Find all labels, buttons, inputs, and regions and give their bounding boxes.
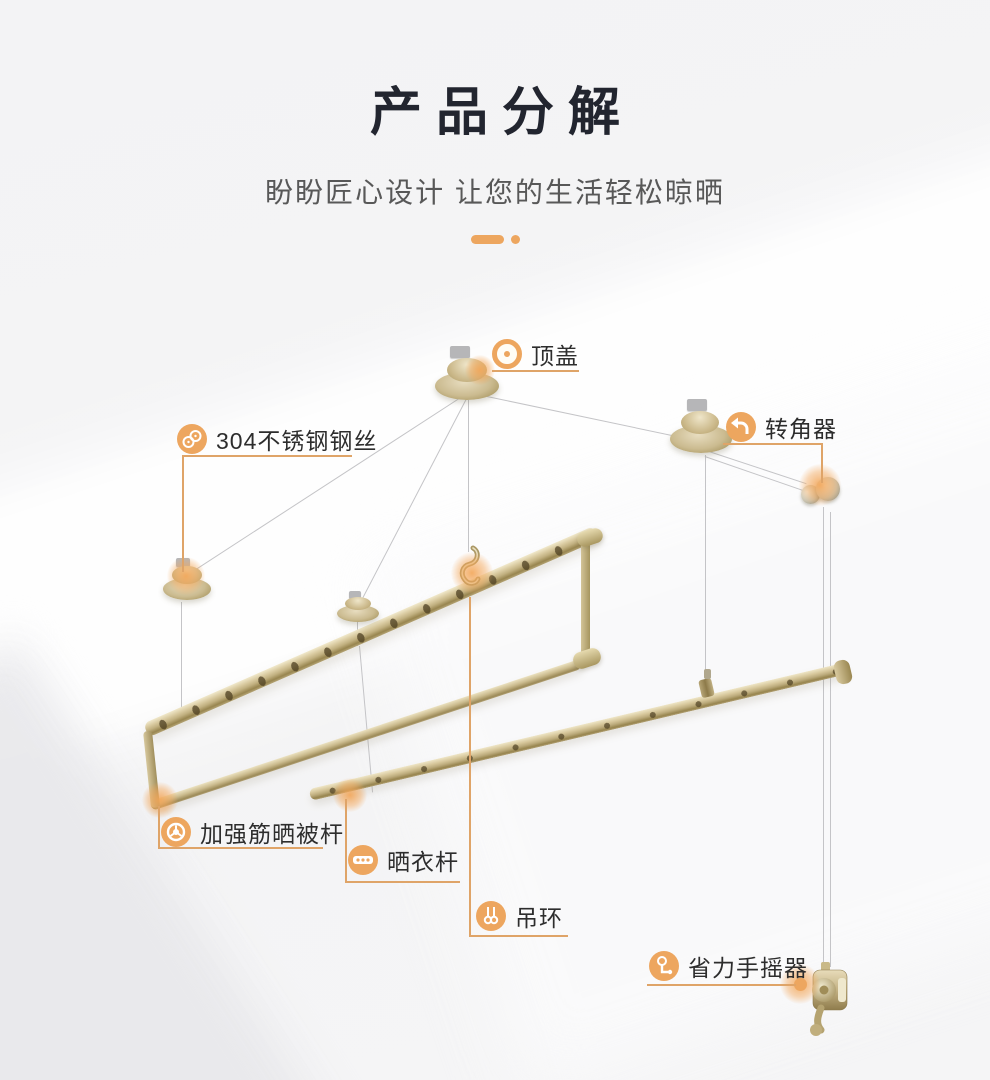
- header: 产品分解 盼盼匠心设计 让您的生活轻松晾晒: [0, 0, 990, 244]
- callout-line: [182, 455, 184, 572]
- bar-with-holes-icon: [348, 845, 378, 875]
- page-title: 产品分解: [369, 84, 634, 142]
- hand-crank-device: [810, 962, 848, 1036]
- quilt-rack-right-link: [581, 542, 590, 664]
- highlight-glow: [799, 464, 841, 506]
- callout-line: [345, 799, 347, 883]
- ring-dot-icon: [492, 339, 522, 369]
- highlight-glow: [451, 552, 493, 594]
- wire: [468, 400, 469, 552]
- ceiling-bracket: [450, 346, 470, 358]
- double-hook-icon: [476, 901, 506, 931]
- highlight-glow: [333, 778, 367, 812]
- callout-corner-device: 转角器: [726, 410, 837, 444]
- callout-line: [158, 806, 160, 848]
- highlight-glow: [142, 782, 178, 818]
- callout-label: 晒衣杆: [387, 849, 459, 875]
- callout-quilt-rod: 加强筋晒被杆: [161, 815, 344, 849]
- double-ring-wire-icon: [177, 424, 207, 454]
- callout-line: [469, 597, 471, 937]
- callout-line: [723, 443, 823, 445]
- callout-line: [158, 847, 323, 849]
- callout-clothes-rod: 晒衣杆: [348, 843, 459, 877]
- wire: [359, 645, 374, 793]
- ceiling-bracket: [349, 591, 361, 599]
- spoke-wheel-icon: [161, 817, 191, 847]
- callout-line: [182, 455, 352, 457]
- connector-dot: [794, 978, 807, 991]
- divider-dot: [510, 235, 520, 244]
- callout-label: 顶盖: [531, 343, 579, 369]
- callout-top-cover: 顶盖: [492, 337, 579, 371]
- divider-dash: [470, 235, 504, 244]
- callout-label: 吊环: [515, 905, 563, 931]
- callout-label: 304不锈钢钢丝: [216, 428, 378, 454]
- ceiling-plate-mid-dome: [345, 597, 371, 610]
- callout-label: 省力手摇器: [688, 955, 808, 981]
- crank-handle-icon: [649, 951, 679, 981]
- callout-line: [345, 881, 460, 883]
- callout-hand-crank: 省力手摇器: [649, 949, 808, 983]
- wire: [823, 507, 824, 967]
- callout-label: 转角器: [765, 416, 837, 442]
- callout-line: [821, 443, 823, 483]
- callout-steel-wire: 304不锈钢钢丝: [177, 422, 377, 456]
- divider-ornament: [0, 235, 990, 244]
- page-subtitle: 盼盼匠心设计 让您的生活轻松晾晒: [265, 177, 725, 208]
- turn-left-arrow-icon: [726, 412, 756, 442]
- callout-line: [647, 984, 796, 986]
- wire: [830, 512, 831, 967]
- callout-line: [492, 370, 579, 372]
- clothes-rod-hanger: [704, 669, 711, 679]
- ceiling-plate-mid: [337, 605, 379, 622]
- callout-label: 加强筋晒被杆: [200, 821, 344, 847]
- ceiling-bracket: [687, 399, 707, 411]
- callout-hanging-ring: 吊环: [476, 899, 563, 933]
- callout-line: [470, 935, 568, 937]
- ceiling-plate-right-dome: [681, 411, 719, 434]
- highlight-glow: [465, 355, 495, 385]
- wire: [705, 455, 706, 686]
- highlight-glow: [167, 557, 205, 595]
- wire: [181, 602, 182, 712]
